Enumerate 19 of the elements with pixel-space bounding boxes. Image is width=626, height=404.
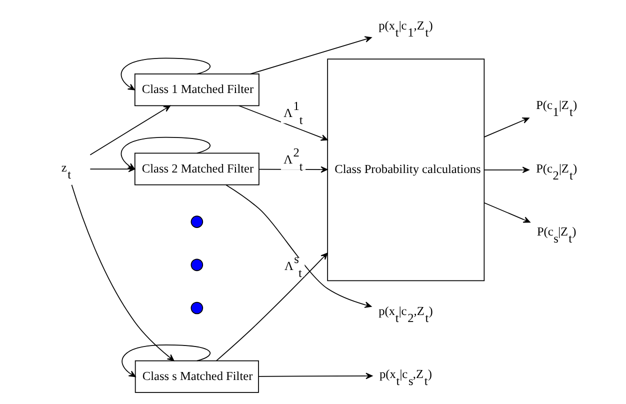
- node-box: Class 1 Matched Filter: [134, 74, 259, 106]
- node-circle: [190, 258, 203, 272]
- node-box: Class Probability calculations: [326, 58, 484, 282]
- node-circle: [190, 216, 203, 228]
- arrow: [89, 105, 170, 156]
- node-box: Class s Matched Filter: [134, 360, 258, 393]
- node-box: Class 2 Matched Filter: [134, 152, 259, 186]
- arrow: [70, 184, 174, 362]
- arrow: [249, 36, 372, 74]
- arrow: [258, 372, 372, 380]
- node-circle: [190, 302, 203, 314]
- arrow: [120, 136, 210, 170]
- arrow: [121, 344, 210, 378]
- arrow: [225, 184, 372, 308]
- arrow: [483, 117, 529, 138]
- arrow: [483, 166, 529, 174]
- arrow: [483, 202, 530, 223]
- arrow: [120, 58, 210, 90]
- arrow: [215, 252, 328, 362]
